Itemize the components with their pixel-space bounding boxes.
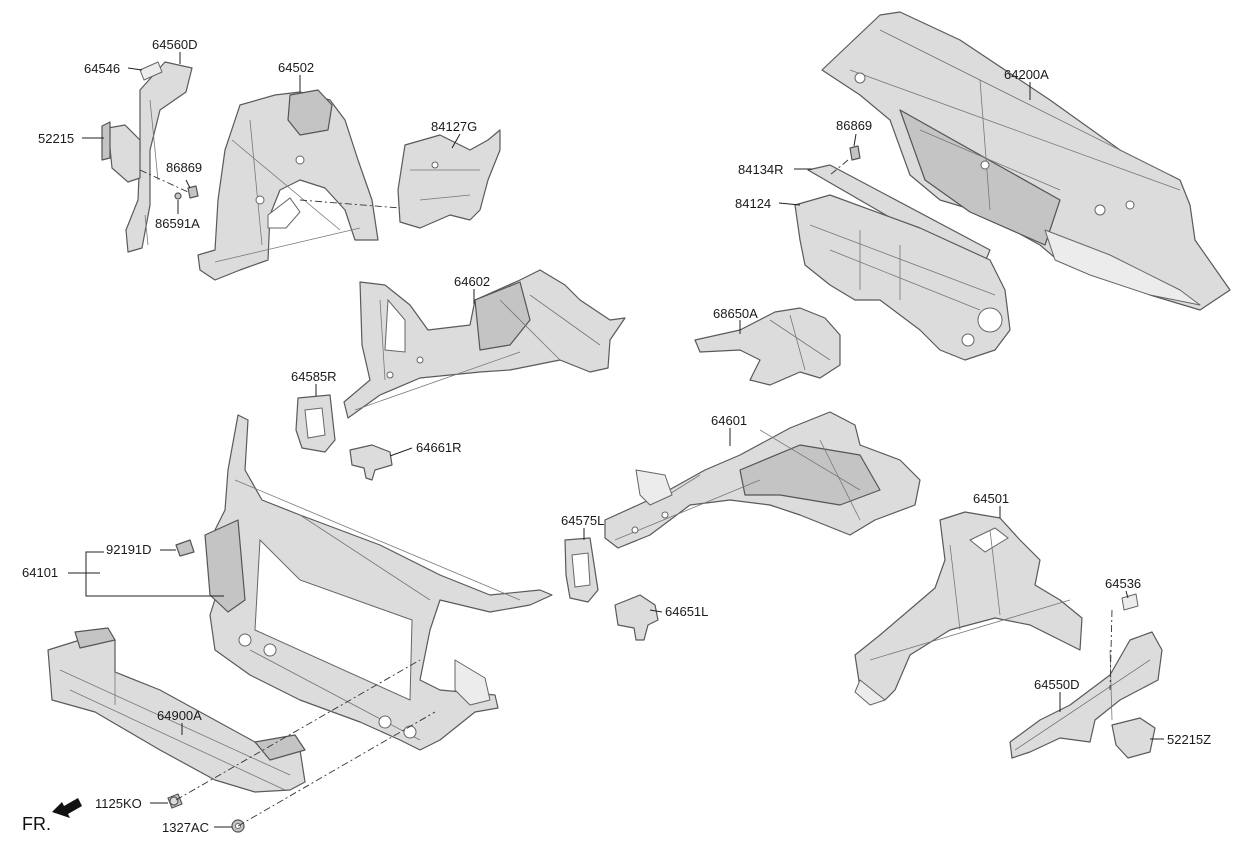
part-52215Z[interactable] <box>1111 717 1156 759</box>
part-86869-right[interactable] <box>849 145 861 161</box>
front-arrow-icon <box>52 798 82 818</box>
label-64560D: 64560D <box>152 37 198 52</box>
part-68650A[interactable] <box>694 307 841 386</box>
label-86869-left: 86869 <box>166 160 202 175</box>
part-64661R[interactable] <box>349 444 393 481</box>
label-86591A: 86591A <box>155 216 200 231</box>
label-64575L: 64575L <box>561 513 604 528</box>
front-direction-text: FR. <box>22 814 51 834</box>
part-labels: 64560D 64546 52215 86869 86591A 64502 84… <box>22 37 1211 835</box>
label-64200A: 64200A <box>1004 67 1049 82</box>
label-84134R: 84134R <box>738 162 784 177</box>
label-92191D: 92191D <box>106 542 152 557</box>
part-64101[interactable] <box>204 414 553 751</box>
label-52215Z: 52215Z <box>1167 732 1211 747</box>
label-1327AC: 1327AC <box>162 820 209 835</box>
label-64546: 64546 <box>84 61 120 76</box>
part-64200A[interactable] <box>821 11 1231 311</box>
part-64501[interactable] <box>854 511 1083 706</box>
label-1125KO: 1125KO <box>95 796 142 811</box>
label-64101: 64101 <box>22 565 58 580</box>
label-64536: 64536 <box>1105 576 1141 591</box>
label-64601: 64601 <box>711 413 747 428</box>
part-64502[interactable] <box>197 89 379 281</box>
part-64602[interactable] <box>343 269 626 419</box>
label-86869-right: 86869 <box>836 118 872 133</box>
label-64651L: 64651L <box>665 604 708 619</box>
front-direction-marker: FR. <box>22 798 82 834</box>
label-64550D: 64550D <box>1034 677 1080 692</box>
part-64560D[interactable] <box>125 61 193 253</box>
label-64602: 64602 <box>454 274 490 289</box>
label-64501: 64501 <box>973 491 1009 506</box>
label-64900A: 64900A <box>157 708 202 723</box>
label-64585R: 64585R <box>291 369 337 384</box>
leader-lines <box>68 52 1164 828</box>
part-86869-left[interactable] <box>187 185 199 199</box>
alignment-lines <box>139 159 1113 827</box>
part-64575L[interactable] <box>564 537 599 603</box>
part-84127G[interactable] <box>397 129 501 229</box>
part-64601[interactable] <box>604 411 921 549</box>
part-64651L[interactable] <box>614 594 659 641</box>
part-84124[interactable] <box>794 194 1011 361</box>
part-1125KO[interactable] <box>167 793 183 809</box>
label-84127G: 84127G <box>431 119 477 134</box>
part-64900A[interactable] <box>47 627 306 793</box>
part-64585R[interactable] <box>295 394 336 453</box>
label-68650A: 68650A <box>713 306 758 321</box>
label-64661R: 64661R <box>416 440 462 455</box>
label-52215: 52215 <box>38 131 74 146</box>
part-52215[interactable] <box>101 121 141 183</box>
part-64550D[interactable] <box>1009 631 1163 759</box>
part-92191D[interactable] <box>175 539 195 557</box>
label-64502: 64502 <box>278 60 314 75</box>
part-86591A[interactable] <box>174 192 182 200</box>
label-84124: 84124 <box>735 196 771 211</box>
part-64546[interactable] <box>139 61 163 81</box>
part-64536[interactable] <box>1121 593 1139 611</box>
